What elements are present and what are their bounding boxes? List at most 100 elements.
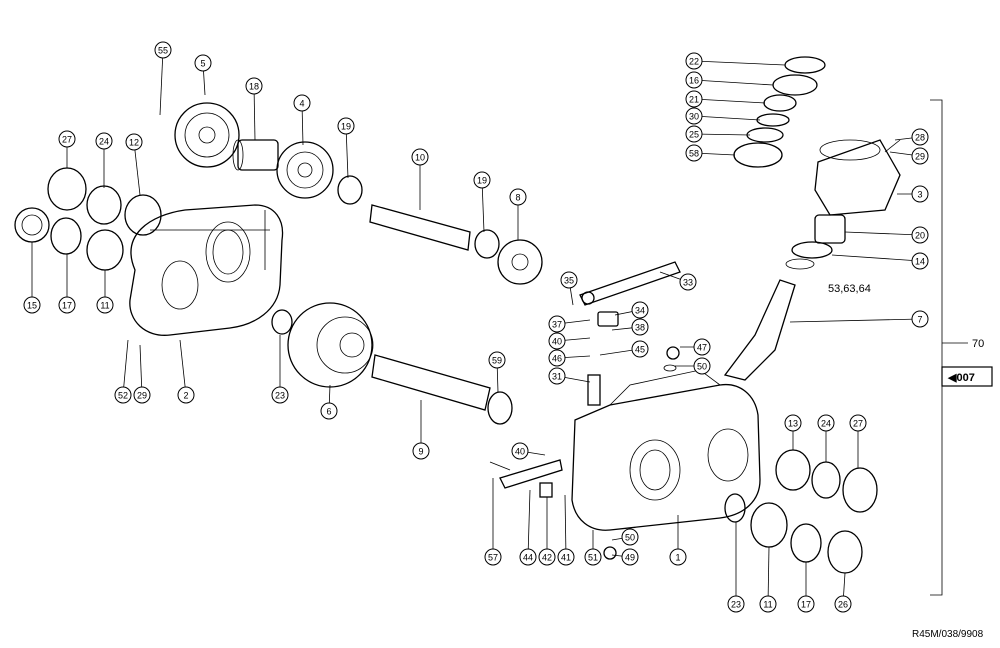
callout-50[interactable]: 50 [693,357,711,375]
callout-25[interactable]: 25 [685,125,703,143]
callout-52[interactable]: 52 [114,386,132,404]
callout-number: 51 [588,553,598,563]
callout-circle [519,548,537,566]
callout-19[interactable]: 19 [337,117,355,135]
ref-007-label: ◀007 [947,372,975,384]
callout-circle [271,386,289,404]
callout-24[interactable]: 24 [817,414,835,432]
callout-14[interactable]: 14 [911,252,929,270]
callout-10[interactable]: 10 [411,148,429,166]
callout-34[interactable]: 34 [631,301,649,319]
ref-007-box[interactable]: ◀007 [941,366,993,387]
callout-35[interactable]: 35 [560,271,578,289]
callout-number: 27 [853,419,863,429]
callout-number: 13 [788,419,798,429]
callout-29[interactable]: 29 [133,386,151,404]
callout-49[interactable]: 49 [621,548,639,566]
leader-line [831,254,921,262]
callout-47[interactable]: 47 [693,338,711,356]
callout-31[interactable]: 31 [548,367,566,385]
callout-26[interactable]: 26 [834,595,852,613]
pinion-shaft-7 [723,279,796,381]
callout-55[interactable]: 55 [154,41,172,59]
callout-circle [58,130,76,148]
callout-41[interactable]: 41 [557,548,575,566]
callout-51[interactable]: 51 [584,548,602,566]
callout-7[interactable]: 7 [911,310,929,328]
callout-3[interactable]: 3 [911,185,929,203]
callout-circle [685,90,703,108]
callout-circle [631,340,649,358]
callout-15[interactable]: 15 [23,296,41,314]
callout-number: 41 [561,553,571,563]
callout-57[interactable]: 57 [484,548,502,566]
callout-38[interactable]: 38 [631,318,649,336]
callout-33[interactable]: 33 [679,273,697,291]
leader-line [693,98,766,104]
callout-number: 34 [635,306,645,316]
callout-circle [411,148,429,166]
callout-19[interactable]: 19 [473,171,491,189]
leader-line [345,125,349,179]
callout-number: 26 [838,600,848,610]
callout-29[interactable]: 29 [911,147,929,165]
callout-circle [548,367,566,385]
callout-23[interactable]: 23 [727,595,745,613]
callout-27[interactable]: 27 [849,414,867,432]
callout-circle [293,94,311,112]
callout-37[interactable]: 37 [548,315,566,333]
callout-28[interactable]: 28 [911,128,929,146]
callout-20[interactable]: 20 [911,226,929,244]
bearing-14 [785,241,833,270]
gear-6 [287,302,374,388]
leader-line [844,231,921,236]
callout-circle [488,351,506,369]
callout-44[interactable]: 44 [519,548,537,566]
callout-40[interactable]: 40 [511,442,529,460]
callout-4[interactable]: 4 [293,94,311,112]
leader-line [564,494,567,558]
callout-number: 11 [100,301,109,311]
callout-17[interactable]: 17 [797,595,815,613]
callout-8[interactable]: 8 [509,188,527,206]
callout-number: 20 [915,231,925,241]
callout-17[interactable]: 17 [58,296,76,314]
callout-23[interactable]: 23 [271,386,289,404]
callout-42[interactable]: 42 [538,548,556,566]
callout-30[interactable]: 30 [685,107,703,125]
callout-12[interactable]: 12 [125,133,143,151]
callout-11[interactable]: 11 [96,296,114,314]
callout-16[interactable]: 16 [685,71,703,89]
callout-58[interactable]: 58 [685,144,703,162]
callout-circle [548,332,566,350]
callout-circle [849,414,867,432]
callout-21[interactable]: 21 [685,90,703,108]
callout-24[interactable]: 24 [95,132,113,150]
callout-circle [631,318,649,336]
callout-11[interactable]: 11 [759,595,777,613]
callout-number: 50 [625,533,635,543]
callout-1[interactable]: 1 [669,548,687,566]
callout-18[interactable]: 18 [245,77,263,95]
callout-number: 5 [200,59,205,69]
callout-number: 38 [635,323,645,333]
callout-27[interactable]: 27 [58,130,76,148]
callout-2[interactable]: 2 [177,386,195,404]
callout-5[interactable]: 5 [194,54,212,72]
left-seals [14,167,293,335]
callout-13[interactable]: 13 [784,414,802,432]
callout-circle [245,77,263,95]
callout-9[interactable]: 9 [412,442,430,460]
callout-46[interactable]: 46 [548,349,566,367]
callout-40[interactable]: 40 [548,332,566,350]
callout-45[interactable]: 45 [631,340,649,358]
callout-22[interactable]: 22 [685,52,703,70]
gear-8 [497,239,543,285]
callout-number: 16 [689,76,699,86]
callout-59[interactable]: 59 [488,351,506,369]
bearing-19b [474,229,500,259]
callout-circle [320,402,338,420]
callout-6[interactable]: 6 [320,402,338,420]
callout-circle [911,147,929,165]
callout-50[interactable]: 50 [621,528,639,546]
